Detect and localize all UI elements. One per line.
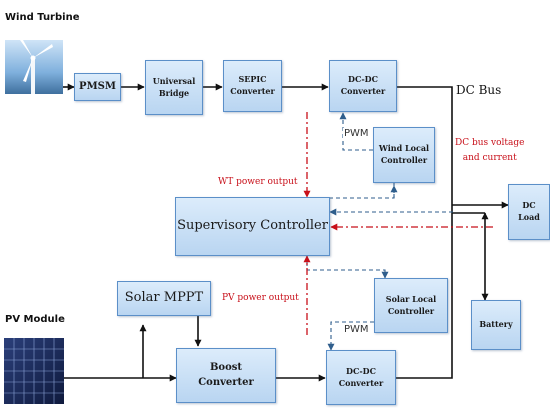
dc-dc-upper-label-2: Converter: [340, 86, 386, 96]
power-flow-lines: [63, 83, 509, 382]
pv-module-image: [4, 338, 64, 404]
dc-load-label-1: DC: [522, 200, 536, 211]
universal-bridge-block: Universal Bridge: [145, 60, 203, 115]
solar-local-controller-label-1: Solar Local: [385, 293, 437, 304]
dc-bus-label: DC Bus: [456, 83, 502, 97]
dc-bus-voltage-line-2: and current: [462, 153, 517, 164]
pmsm-block: PMSM: [74, 73, 121, 101]
dc-dc-converter-upper-block: DC-DC Converter: [329, 60, 397, 112]
pwm-label-upper: PWM: [343, 128, 370, 139]
dc-dc-lower-label-2: Converter: [338, 377, 384, 388]
wind-local-controller-label-2: Controller: [380, 155, 428, 165]
solar-local-controller-label-2: Controller: [387, 305, 435, 316]
pmsm-label: PMSM: [79, 80, 116, 92]
sepic-converter-label-2: Converter: [230, 86, 275, 96]
wt-power-output-label: WT power output: [218, 177, 298, 187]
dc-load-block: DC Load: [508, 184, 550, 240]
pwm-label-lower: PWM: [343, 324, 370, 335]
supervisory-lines: [303, 112, 493, 335]
wind-turbine-image: [5, 40, 63, 94]
dc-bus-voltage-label: DC bus voltage and current: [455, 136, 524, 167]
wind-local-controller-block: Wind Local Controller: [373, 127, 435, 183]
solar-local-controller-block: Solar Local Controller: [374, 278, 448, 333]
battery-label: Battery: [479, 319, 513, 330]
battery-block: Battery: [471, 300, 521, 350]
sepic-converter-label-1: SEPIC: [238, 74, 267, 85]
wind-local-controller-label-1: Wind Local: [378, 143, 430, 154]
sepic-converter-block: SEPIC Converter: [223, 60, 282, 112]
solar-mppt-label: Solar MPPT: [124, 290, 204, 306]
universal-bridge-label-2: Bridge: [158, 87, 190, 98]
dc-dc-upper-label-1: DC-DC: [348, 74, 378, 85]
wind-turbine-label: Wind Turbine: [5, 12, 80, 23]
dc-dc-lower-label-1: DC-DC: [346, 365, 376, 376]
universal-bridge-label-1: Universal: [152, 75, 196, 86]
dc-bus-voltage-line-1: DC bus voltage: [455, 138, 525, 148]
boost-converter-label-2: Converter: [198, 376, 254, 388]
dc-dc-converter-lower-block: DC-DC Converter: [326, 350, 396, 405]
supervisory-controller-label: Supervisory Controller: [177, 218, 328, 234]
boost-converter-block: Boost Converter: [176, 348, 276, 403]
dc-load-label-2: Load: [518, 212, 540, 222]
feedback-lines: [306, 112, 453, 351]
supervisory-controller-block: Supervisory Controller: [175, 197, 330, 256]
solar-mppt-block: Solar MPPT: [117, 281, 211, 316]
pv-module-label: PV Module: [5, 314, 65, 325]
boost-converter-label-1: Boost: [209, 362, 243, 373]
pv-power-output-label: PV power output: [222, 293, 299, 303]
